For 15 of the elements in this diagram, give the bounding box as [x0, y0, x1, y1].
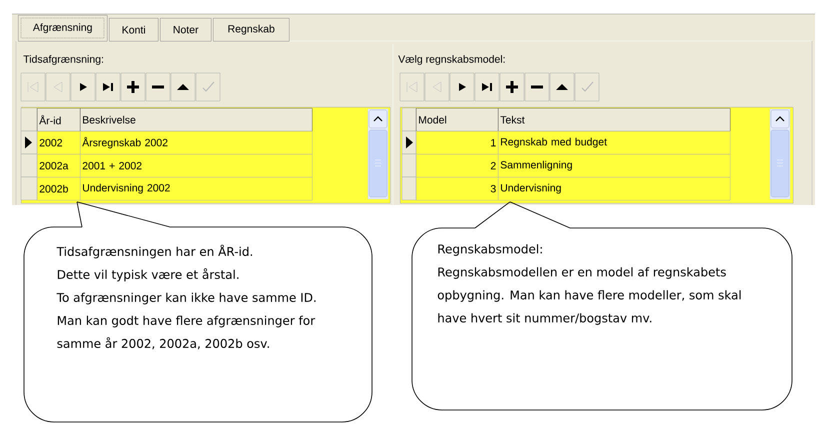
- table-cell: 2: [416, 154, 498, 178]
- table-cell: 2002b: [37, 177, 80, 200]
- callout-tail: [76, 202, 170, 228]
- speech-bubble: Regnskabsmodel: Regnskabsmodellen er en model af regnskabets opbygning. Man kan have flere modeller, som skal have hvert sit nummer/bogstav mv.: [412, 228, 792, 410]
- panel-title: Vælg regnskabsmodel:: [398, 55, 505, 65]
- table-cell: 1: [416, 131, 498, 154]
- table-cell: 2002: [37, 131, 80, 154]
- table-cell: 3: [416, 177, 498, 200]
- speech-bubble: Tidsafgrænsningen har en ÅR-id. Dette vil typisk være et årstal. To afgrænsninger kan ikke have samme ID. Man kan godt have flere afgrænsninger for samme år 2002, 2002a, 2002b osv.: [24, 226, 372, 422]
- table-cell: 2002a: [37, 154, 80, 178]
- tab: Konti: [109, 18, 158, 42]
- callout-tail: [474, 202, 570, 228]
- tab: Regnskab: [213, 18, 290, 42]
- tab: Noter: [160, 18, 212, 42]
- panel-title: Tidsafgrænsning:: [23, 55, 103, 65]
